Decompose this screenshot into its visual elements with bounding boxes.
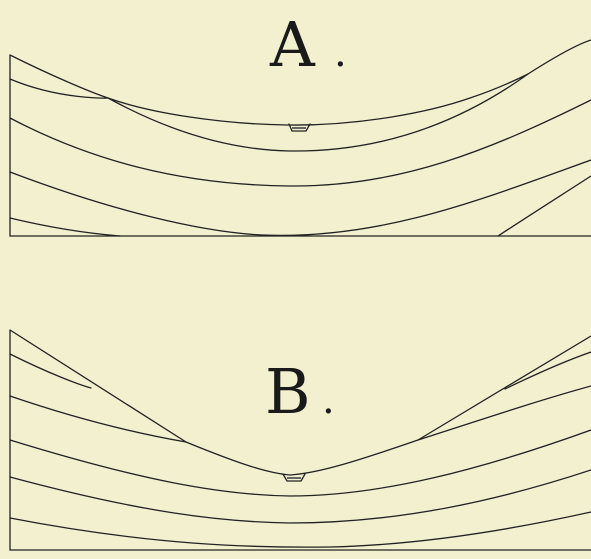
panel-b-stratum-right-2: [418, 386, 591, 440]
panel-a-label: A: [269, 8, 316, 81]
panel-a-stratum-2: [10, 100, 591, 186]
panel-a-dot: .: [334, 30, 347, 76]
panel-a-stratum-4: [10, 218, 120, 236]
panel-a-stratum-1: [108, 74, 528, 151]
panel-b-stratum-3: [10, 430, 591, 496]
panel-b-dot: .: [322, 377, 335, 423]
panel-b-stratum-5: [10, 512, 591, 547]
panel-b-label: B: [265, 355, 311, 428]
panel-a-stratum-5: [498, 176, 591, 236]
panel-b-stratum-left-2: [10, 396, 186, 442]
panel-a-stratum-1a: [10, 79, 108, 98]
panel-a: A .: [10, 8, 591, 236]
panel-a-stratum-3: [10, 160, 591, 235]
panel-b-stratum-left-1: [10, 354, 91, 388]
panel-b: B .: [10, 330, 591, 550]
panel-a-frame: [10, 55, 591, 236]
panel-b-stratum-right-1: [505, 352, 591, 389]
